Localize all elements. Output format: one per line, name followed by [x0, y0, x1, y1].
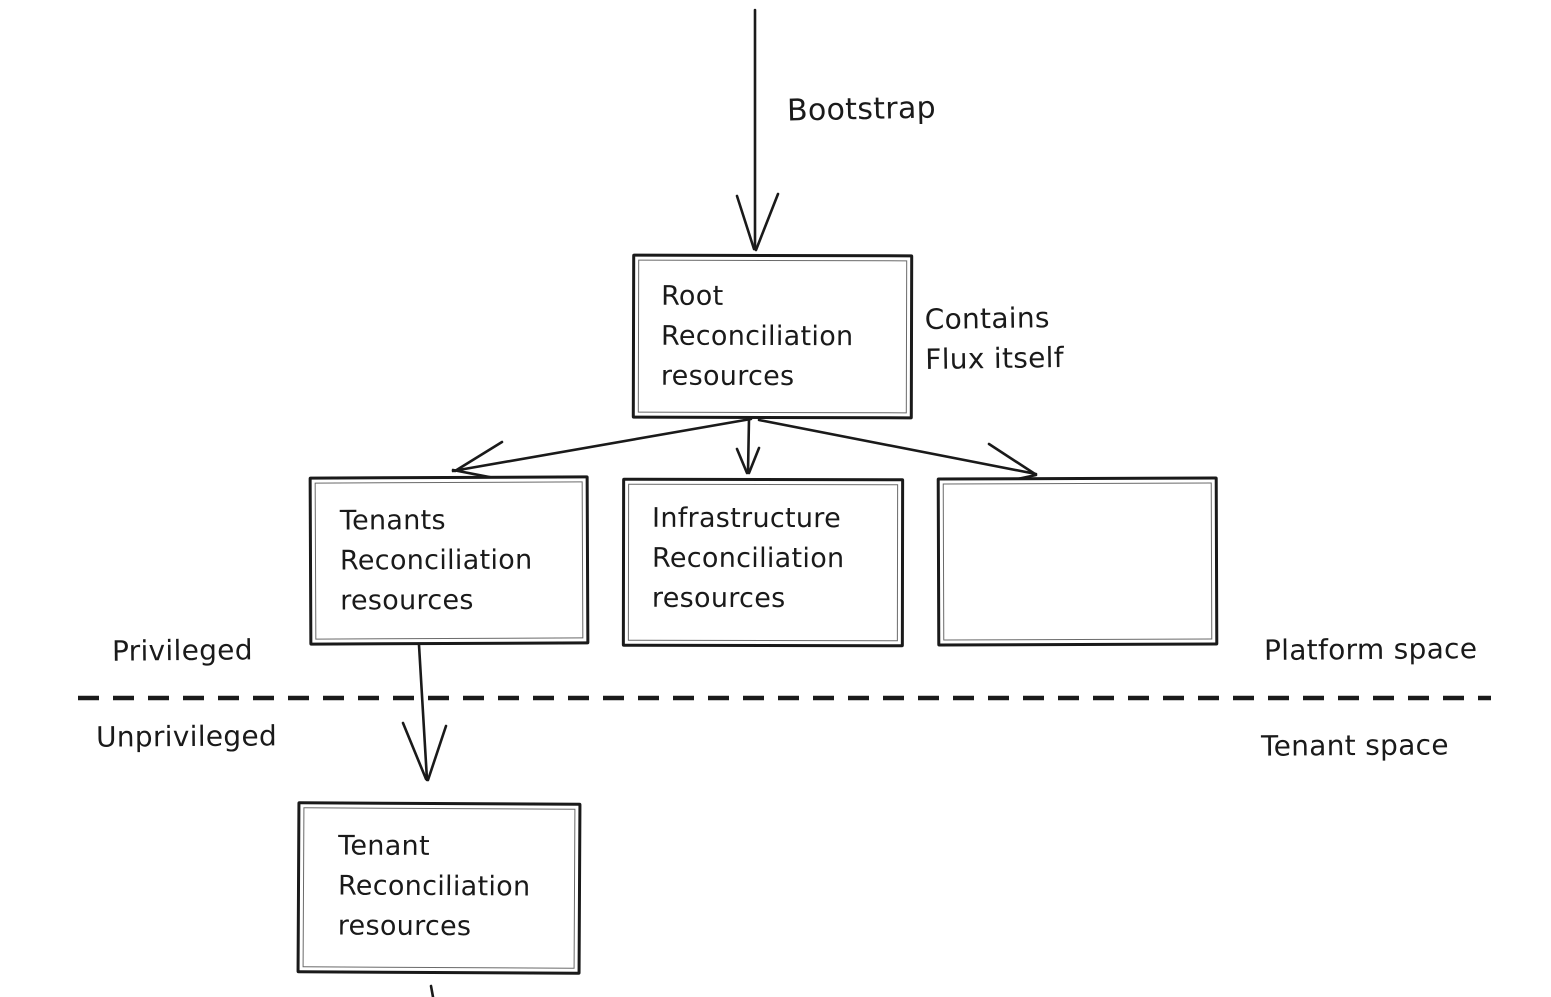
- tenants-reconciliation-box: Tenants Reconciliation resources: [308, 475, 590, 646]
- tenants-box-line2: Reconciliation: [339, 544, 533, 577]
- unprivileged-label: Unprivileged: [95, 719, 278, 754]
- tenant-reconciliation-box: Tenant Reconciliation resources: [296, 801, 582, 975]
- root-to-tenants-arrow: [451, 417, 753, 485]
- bootstrap-label: Bootstrap: [786, 90, 937, 129]
- contains-flux-annotation-line2: Flux itself: [925, 341, 1065, 376]
- tenant-box-line1: Tenant: [338, 830, 430, 862]
- tenant-space-label: Tenant space: [1260, 728, 1449, 763]
- tenants-box-line3: resources: [340, 584, 474, 617]
- infrastructure-box-line1: Infrastructure: [652, 502, 842, 535]
- root-reconciliation-box: Root Reconciliation resources: [631, 253, 914, 420]
- bootstrap-arrow: [735, 8, 780, 252]
- contains-flux-annotation: Contains Flux itself: [924, 298, 1064, 380]
- tenant-box-line2: Reconciliation: [337, 870, 531, 903]
- root-box-line2: Reconciliation: [660, 320, 854, 353]
- infrastructure-box-line2: Reconciliation: [651, 542, 845, 575]
- contains-flux-annotation-line1: Contains: [924, 301, 1051, 336]
- tenant-box-line3: resources: [337, 910, 472, 943]
- tenant-outgoing-tick: [429, 984, 435, 997]
- infrastructure-box-line3: resources: [651, 582, 786, 615]
- root-box-line3: resources: [660, 360, 795, 393]
- infrastructure-reconciliation-box: Infrastructure Reconciliation resources: [621, 477, 905, 648]
- platform-space-label: Platform space: [1263, 632, 1478, 667]
- unlabeled-box: [936, 476, 1219, 647]
- root-to-infrastructure-arrow: [735, 417, 761, 475]
- root-box-line1: Root: [661, 280, 724, 312]
- tenants-to-tenant-arrow: [401, 643, 448, 782]
- tenants-box-line1: Tenants: [339, 505, 446, 537]
- privileged-label: Privileged: [111, 633, 253, 668]
